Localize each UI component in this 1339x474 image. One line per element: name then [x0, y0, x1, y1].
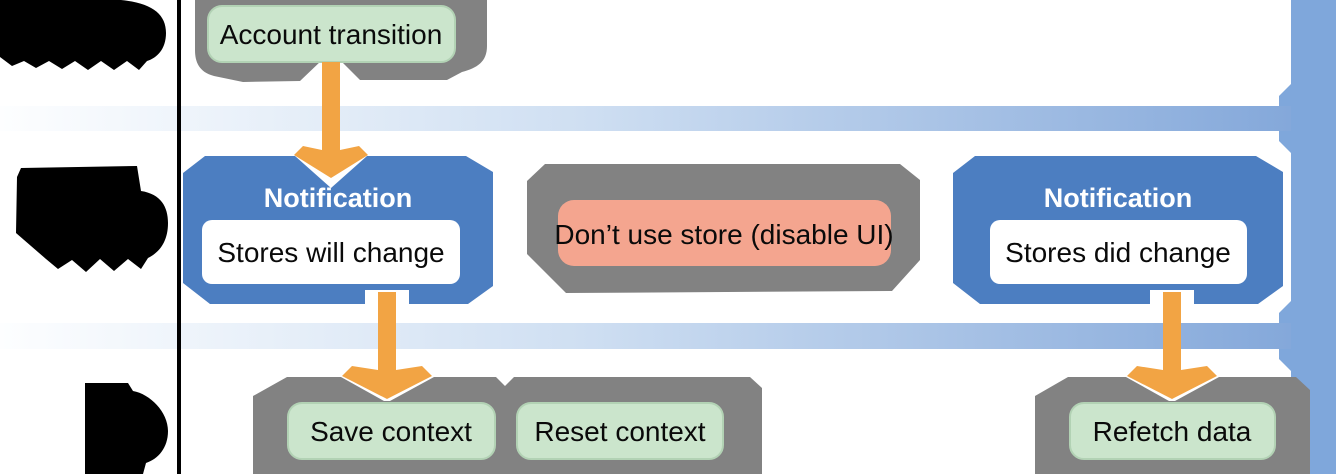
timeline-band-bottom [0, 323, 1292, 349]
reset-context-label: Reset context [534, 416, 705, 447]
timeline-bar-flare [1279, 84, 1291, 106]
reset-context-node [516, 402, 724, 460]
lane-separator-line [177, 0, 181, 474]
notification-did-title: Notification [1044, 183, 1193, 213]
dont-use-store-label: Don’t use store (disable UI) [554, 219, 893, 250]
timeline-bar-flare [1279, 131, 1291, 153]
account-transition-label: Account transition [220, 19, 443, 50]
arrow-account-to-notification [294, 62, 368, 178]
arrow-did-to-refetch-data [1127, 292, 1217, 399]
timeline-bar-flare [1279, 301, 1291, 323]
timeline-band-top [0, 106, 1292, 131]
save-context-label: Save context [310, 416, 472, 447]
stores-will-change-node [202, 220, 460, 284]
save-context-node [287, 402, 496, 460]
refetch-data-node [1069, 402, 1276, 460]
redacted-lane-label-bottom [85, 383, 168, 474]
arrow-will-to-save-context [342, 292, 432, 399]
timeline-bar-flare [1279, 349, 1291, 371]
stores-did-change-node [990, 220, 1247, 284]
redacted-lane-label-top [0, 0, 166, 70]
stores-did-change-label: Stores did change [1005, 237, 1231, 268]
refetch-data-label: Refetch data [1093, 416, 1252, 447]
dont-use-store-node [558, 200, 891, 266]
redacted-lane-label-middle [16, 166, 168, 272]
notification-will-title: Notification [264, 183, 413, 213]
stores-will-change-label: Stores will change [217, 237, 444, 268]
